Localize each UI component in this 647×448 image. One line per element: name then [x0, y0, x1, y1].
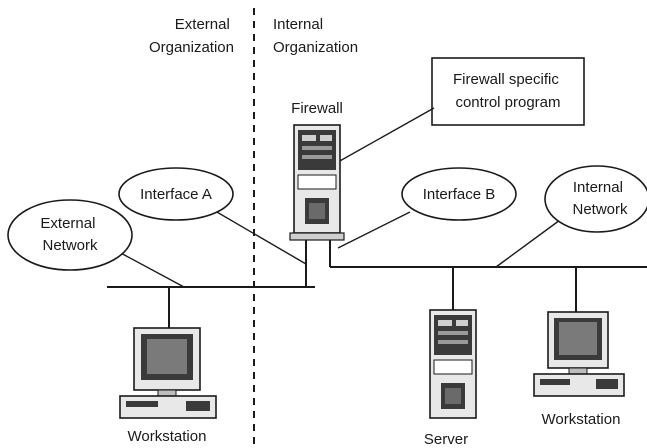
- right-workstation-icon: [533, 311, 625, 397]
- interface-b-bubble: Interface B: [401, 167, 517, 221]
- right-workstation-label: Workstation: [542, 411, 621, 428]
- interface-a-leader: [209, 207, 307, 265]
- internal-network-bubble: Internal Network: [544, 165, 647, 233]
- server-tower-icon: [429, 309, 477, 419]
- svg-text:Interface A: Interface A: [140, 186, 212, 203]
- svg-text:Interface B: Interface B: [423, 186, 496, 203]
- interface-a-bubble: Interface A: [118, 167, 234, 221]
- firewall-label: Firewall: [291, 100, 343, 117]
- server-label: Server: [424, 431, 468, 448]
- external-network-bubble: External Network: [7, 199, 133, 271]
- internal-organization-label: Internal Organization: [273, 16, 358, 56]
- svg-text:Internal Network: Internal Network: [572, 179, 628, 218]
- internal-network-leader: [495, 219, 561, 268]
- svg-text:Firewall specific contro: Firewall specific control program: [453, 71, 563, 111]
- callout-leader-line: [337, 107, 435, 163]
- svg-text:External Network: External Network: [40, 215, 99, 254]
- firewall-control-program-callout: Firewall specific control program: [431, 57, 585, 126]
- firewall-tower-icon: [289, 124, 345, 241]
- left-workstation-label: Workstation: [128, 428, 207, 445]
- external-organization-label: External Organization: [149, 16, 234, 56]
- interface-b-leader: [337, 211, 411, 249]
- left-workstation-icon: [119, 327, 217, 419]
